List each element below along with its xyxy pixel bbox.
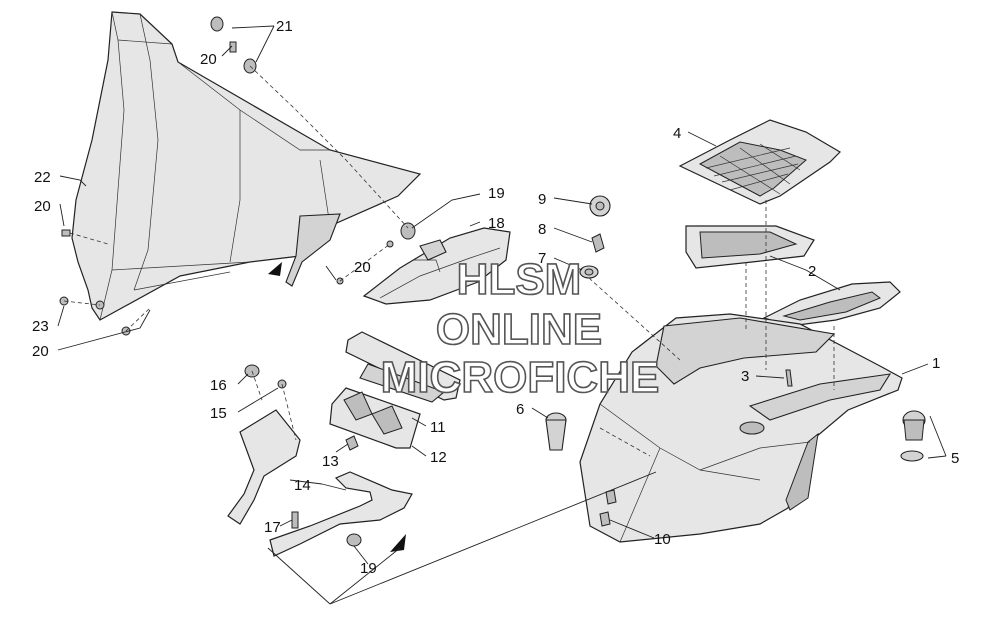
watermark-line-1: HLSM bbox=[457, 255, 582, 304]
direction-arrows bbox=[268, 262, 406, 552]
callout-2: 2 bbox=[808, 263, 816, 280]
callout-4: 4 bbox=[673, 125, 681, 142]
callout-9: 9 bbox=[538, 191, 546, 208]
callout-16: 16 bbox=[210, 377, 227, 394]
callout-20: 20 bbox=[354, 259, 371, 276]
callout-18: 18 bbox=[488, 215, 505, 232]
callout-7: 7 bbox=[538, 250, 546, 267]
cap-and-key bbox=[579, 195, 611, 279]
callout-8: 8 bbox=[538, 221, 546, 238]
hood-body bbox=[579, 313, 903, 543]
callout-19: 19 bbox=[488, 185, 505, 202]
windshield-hardware bbox=[59, 16, 416, 336]
watermark: HLSM ONLINE MICROFICHE bbox=[380, 254, 660, 403]
callout-22: 22 bbox=[34, 169, 51, 186]
callout-6: 6 bbox=[516, 401, 524, 418]
callout-1: 1 bbox=[932, 355, 940, 372]
callout-10: 10 bbox=[654, 531, 671, 548]
callout-23: 23 bbox=[32, 318, 49, 335]
callout-5: 5 bbox=[951, 450, 959, 467]
callout-20: 20 bbox=[32, 343, 49, 360]
leader-lines bbox=[57, 25, 947, 605]
callout-12: 12 bbox=[430, 449, 447, 466]
callout-19: 19 bbox=[360, 560, 377, 577]
callout-14: 14 bbox=[294, 477, 311, 494]
callout-11: 11 bbox=[430, 419, 446, 436]
headlight-lens bbox=[362, 227, 511, 305]
callout-20: 20 bbox=[34, 198, 51, 215]
mesh-grille bbox=[678, 119, 841, 205]
vent-panels bbox=[685, 225, 901, 327]
callout-21: 21 bbox=[276, 18, 293, 35]
callout-labels: 21 20 22 20 23 20 20 19 18 9 8 7 4 2 1 3… bbox=[32, 18, 959, 577]
callout-3: 3 bbox=[741, 368, 749, 385]
callout-15: 15 bbox=[210, 405, 227, 422]
watermark-line-2: ONLINE bbox=[436, 305, 602, 354]
callout-13: 13 bbox=[322, 453, 339, 470]
gauge-assembly bbox=[329, 331, 461, 451]
watermark-line-3: MICROFICHE bbox=[381, 353, 660, 402]
callout-17: 17 bbox=[264, 519, 281, 536]
mounting-brackets bbox=[227, 364, 413, 557]
callout-20: 20 bbox=[200, 51, 217, 68]
small-parts bbox=[545, 200, 926, 527]
